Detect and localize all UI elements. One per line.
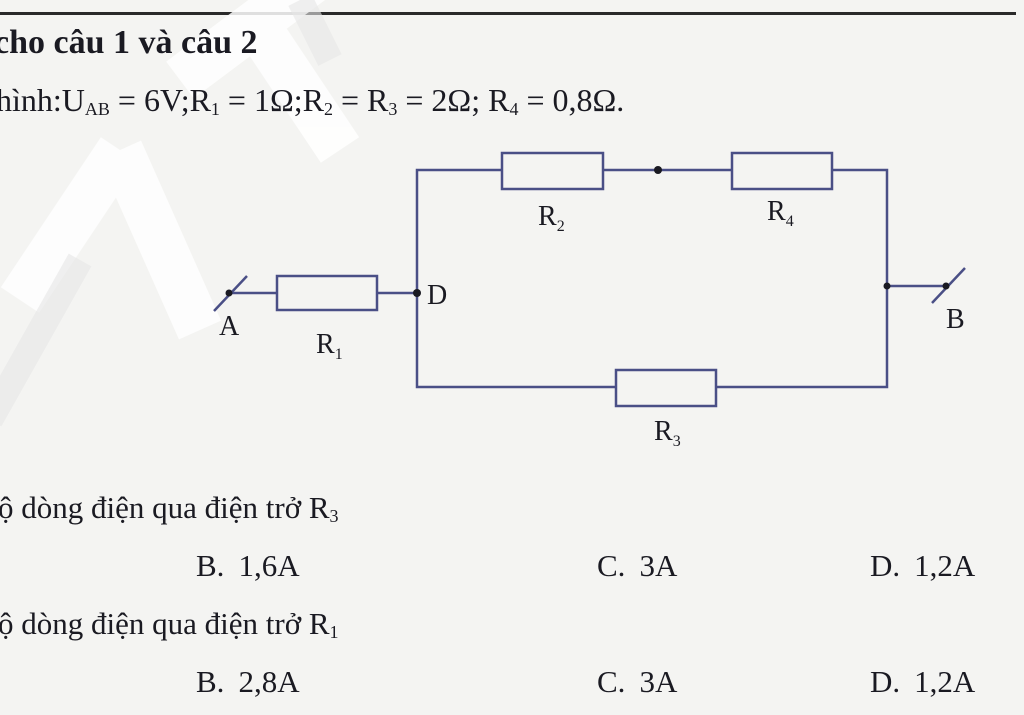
question-1-option-c[interactable]: C.3A (597, 548, 678, 583)
question-1-option-b[interactable]: B.1,6A (196, 548, 300, 583)
resistor-r2 (500, 151, 605, 191)
terminal-b-dot (942, 282, 950, 290)
question-2-text: ộ dòng điện qua điện trở R1 (0, 606, 339, 642)
label-r4: R4 (767, 196, 794, 230)
junction-d (413, 289, 421, 297)
terminal-a-dot (225, 289, 233, 297)
wire-bottom (415, 286, 889, 389)
label-r2: R2 (538, 201, 565, 235)
given-values: hình:UAB = 6V;R1 = 1Ω;R2 = R3 = 2Ω; R4 =… (0, 82, 625, 119)
question-1-text: ộ dòng điện qua điện trở R3 (0, 490, 339, 526)
question-1-option-d[interactable]: D.1,2A (870, 548, 976, 583)
junction-mid (654, 166, 662, 174)
label-r3: R3 (654, 416, 681, 450)
resistor-r4 (730, 151, 834, 191)
label-node-b: B (946, 304, 965, 335)
top-rule (0, 12, 1016, 15)
resistor-r1 (275, 274, 379, 312)
label-node-a: A (219, 311, 240, 342)
label-node-d: D (427, 280, 447, 311)
wire-top (415, 168, 889, 293)
resistor-r3 (614, 368, 718, 408)
question-2-option-b[interactable]: B.2,8A (196, 664, 300, 699)
question-2-option-d[interactable]: D.1,2A (870, 664, 976, 699)
junction-right (883, 282, 891, 290)
section-heading: cho câu 1 và câu 2 (0, 24, 258, 61)
label-r1: R1 (316, 329, 343, 363)
question-2-option-c[interactable]: C.3A (597, 664, 678, 699)
